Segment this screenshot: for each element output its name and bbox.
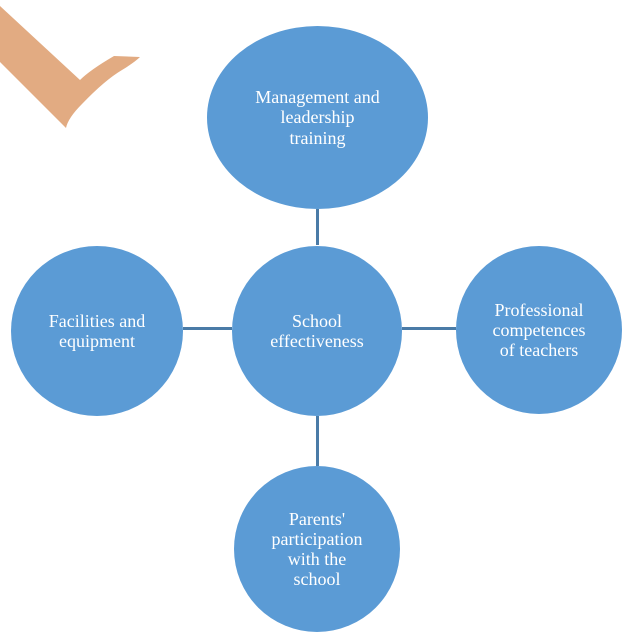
decorative-corner-shape <box>0 6 140 128</box>
connector-top <box>316 209 319 245</box>
connector-left <box>183 327 232 330</box>
decorative-corner-fill <box>0 6 140 128</box>
connector-bottom <box>316 416 319 466</box>
connector-right <box>402 327 456 330</box>
